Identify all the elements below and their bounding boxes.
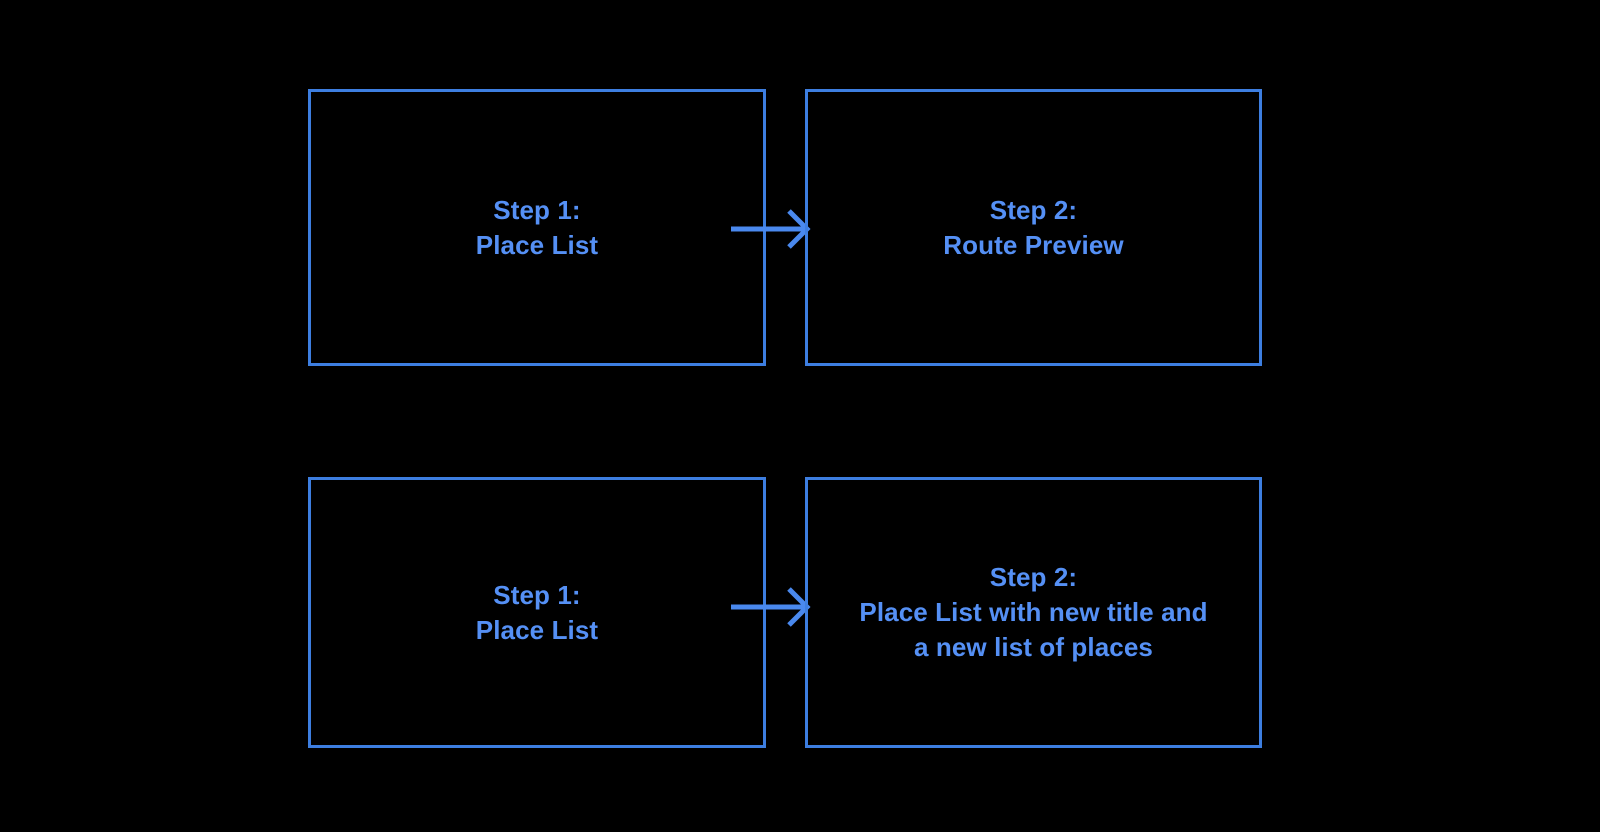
step-box-place-list-new-list-flow[interactable]: Step 1: Place List: [308, 477, 766, 748]
arrow-right-icon-route-flow: [731, 206, 811, 252]
arrow-right-icon-new-list-flow: [731, 584, 811, 630]
step-box-label: Step 1: Place List: [475, 579, 599, 645]
step-box-place-list-route-flow[interactable]: Step 1: Place List: [308, 89, 766, 366]
step-box-label: Step 2: Place List with new title and a …: [859, 562, 1208, 662]
step-box-label: Step 1: Place List: [475, 194, 599, 260]
step-box-label: Step 2: Route Preview: [943, 194, 1124, 260]
step-box-route-preview[interactable]: Step 2: Route Preview: [805, 89, 1262, 366]
step-box-place-list-updated[interactable]: Step 2: Place List with new title and a …: [805, 477, 1262, 748]
